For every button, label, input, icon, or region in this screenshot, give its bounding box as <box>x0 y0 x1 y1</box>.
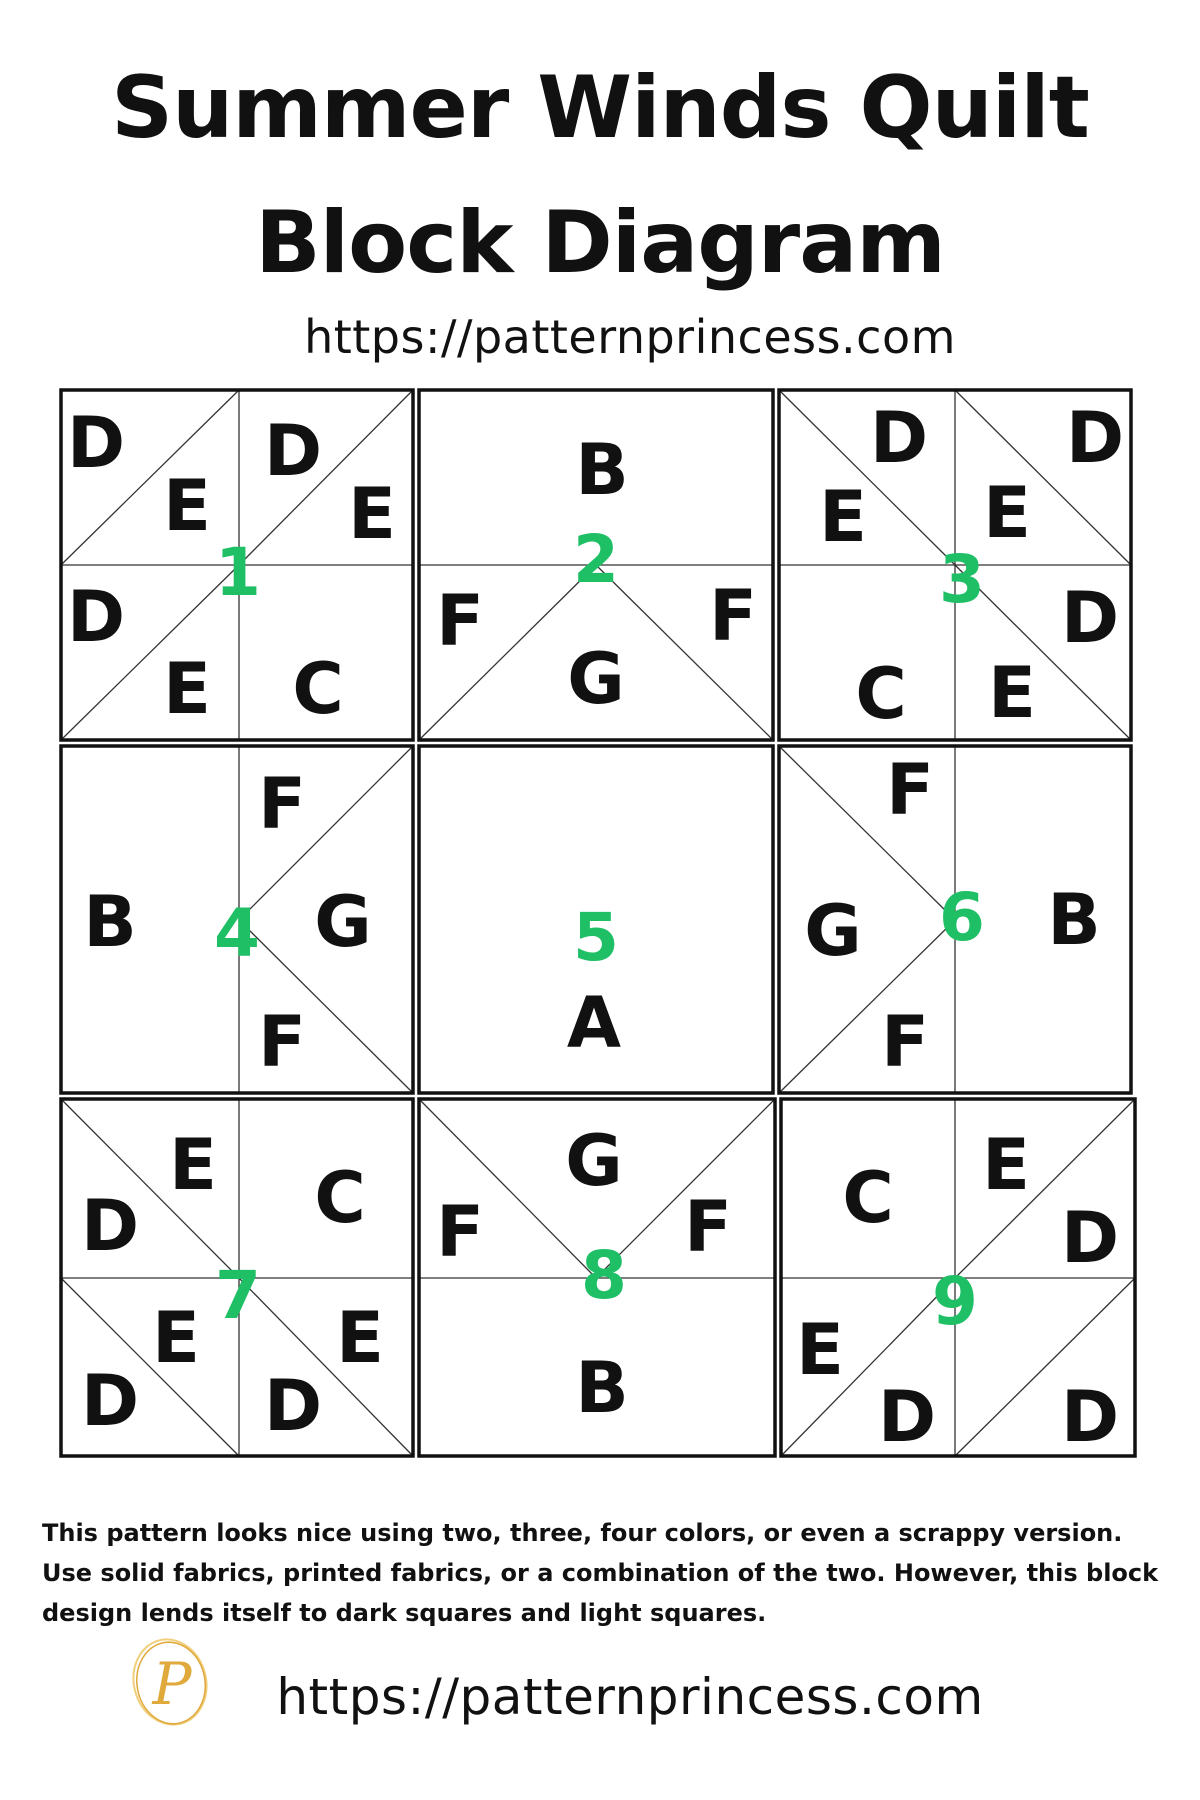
piece-letters: D E D E D E C B F F G D E D E C E D B F … <box>67 397 1124 1458</box>
piece-letter: D <box>1061 1376 1119 1458</box>
piece-letter: G <box>314 881 371 963</box>
block-7-outline <box>59 1097 415 1458</box>
piece-letter: E <box>152 1297 200 1379</box>
block-number-9: 9 <box>932 1263 978 1340</box>
website-url-bottom[interactable]: https://patternprincess.com <box>276 1668 984 1726</box>
block-4-outline <box>59 744 415 1095</box>
piece-letter: D <box>81 1360 139 1442</box>
piece-letter: G <box>804 890 861 972</box>
piece-letter: C <box>314 1157 365 1239</box>
block-6-outline <box>777 744 1133 1095</box>
block-3-outline <box>777 388 1133 742</box>
block-9-outline <box>779 1097 1137 1458</box>
block-1-outline <box>59 388 415 742</box>
piece-letter: D <box>67 576 125 658</box>
logo-letter: P <box>151 1650 192 1718</box>
piece-letter: D <box>81 1185 139 1267</box>
block-number-2: 2 <box>573 521 619 598</box>
piece-letter: C <box>842 1157 893 1239</box>
piece-letter: E <box>169 1124 217 1206</box>
piece-letter: E <box>348 473 396 555</box>
piece-letter: E <box>796 1309 844 1391</box>
piece-letter: C <box>855 653 906 735</box>
piece-letter: B <box>83 881 136 963</box>
block-number-8: 8 <box>581 1237 627 1314</box>
block-2-outline <box>417 388 775 742</box>
piece-letter: E <box>163 648 211 730</box>
piece-letter: E <box>983 472 1031 554</box>
website-url-top[interactable]: https://patternprincess.com <box>304 310 956 364</box>
block-numbers: 1 2 3 4 5 6 7 8 9 <box>214 521 985 1340</box>
piece-letter: D <box>264 1365 322 1447</box>
piece-letter: F <box>258 1001 306 1083</box>
piece-letter: D <box>870 397 928 479</box>
piece-letter: D <box>1061 1197 1119 1279</box>
piece-letter: E <box>819 476 867 558</box>
piece-letter: E <box>336 1297 384 1379</box>
block-number-5: 5 <box>573 899 619 976</box>
description-line-1: This pattern looks nice using two, three… <box>42 1519 1123 1547</box>
piece-letter: F <box>436 580 484 662</box>
piece-letter: D <box>878 1376 936 1458</box>
block-number-1: 1 <box>215 534 261 611</box>
piece-letter: A <box>567 982 621 1064</box>
piece-letter: F <box>709 575 757 657</box>
block-5-outline <box>417 744 775 1095</box>
piece-letter: E <box>163 465 211 547</box>
piece-letter: F <box>881 1001 929 1083</box>
piece-letter: B <box>575 429 628 511</box>
piece-letter: D <box>1061 577 1119 659</box>
piece-letter: F <box>258 763 306 845</box>
piece-letter: F <box>886 749 934 831</box>
piece-letter: G <box>565 1120 622 1202</box>
block-number-6: 6 <box>939 879 985 956</box>
block-number-3: 3 <box>939 541 985 618</box>
pattern-description: This pattern looks nice using two, three… <box>42 1513 1172 1633</box>
piece-letter: F <box>684 1186 732 1268</box>
description-line-3: design lends itself to dark squares and … <box>42 1599 767 1627</box>
quilt-block-diagram: D E D E D E C B F F G D E D E C E D B F … <box>59 388 1137 1458</box>
block-number-7: 7 <box>215 1257 261 1334</box>
piece-letter: B <box>575 1347 628 1429</box>
block-number-4: 4 <box>214 895 260 972</box>
description-line-2: Use solid fabrics, printed fabrics, or a… <box>42 1559 1159 1587</box>
diagram-block-outlines <box>59 388 1137 1458</box>
piece-letter: C <box>292 648 343 730</box>
piece-letter: D <box>264 410 322 492</box>
piece-letter: B <box>1047 879 1100 961</box>
piece-letter: D <box>67 402 125 484</box>
piece-letter: D <box>1066 397 1124 479</box>
block-8-outline <box>417 1097 777 1458</box>
piece-letter: E <box>988 652 1036 734</box>
title-line-2: Block Diagram <box>255 193 946 293</box>
pattern-princess-logo: P <box>132 1638 208 1726</box>
title-line-1: Summer Winds Quilt <box>111 58 1090 158</box>
piece-letter: G <box>567 638 624 720</box>
piece-letter: E <box>982 1124 1030 1206</box>
piece-letter: F <box>436 1191 484 1273</box>
diagram-thin-lines <box>60 389 1136 1457</box>
